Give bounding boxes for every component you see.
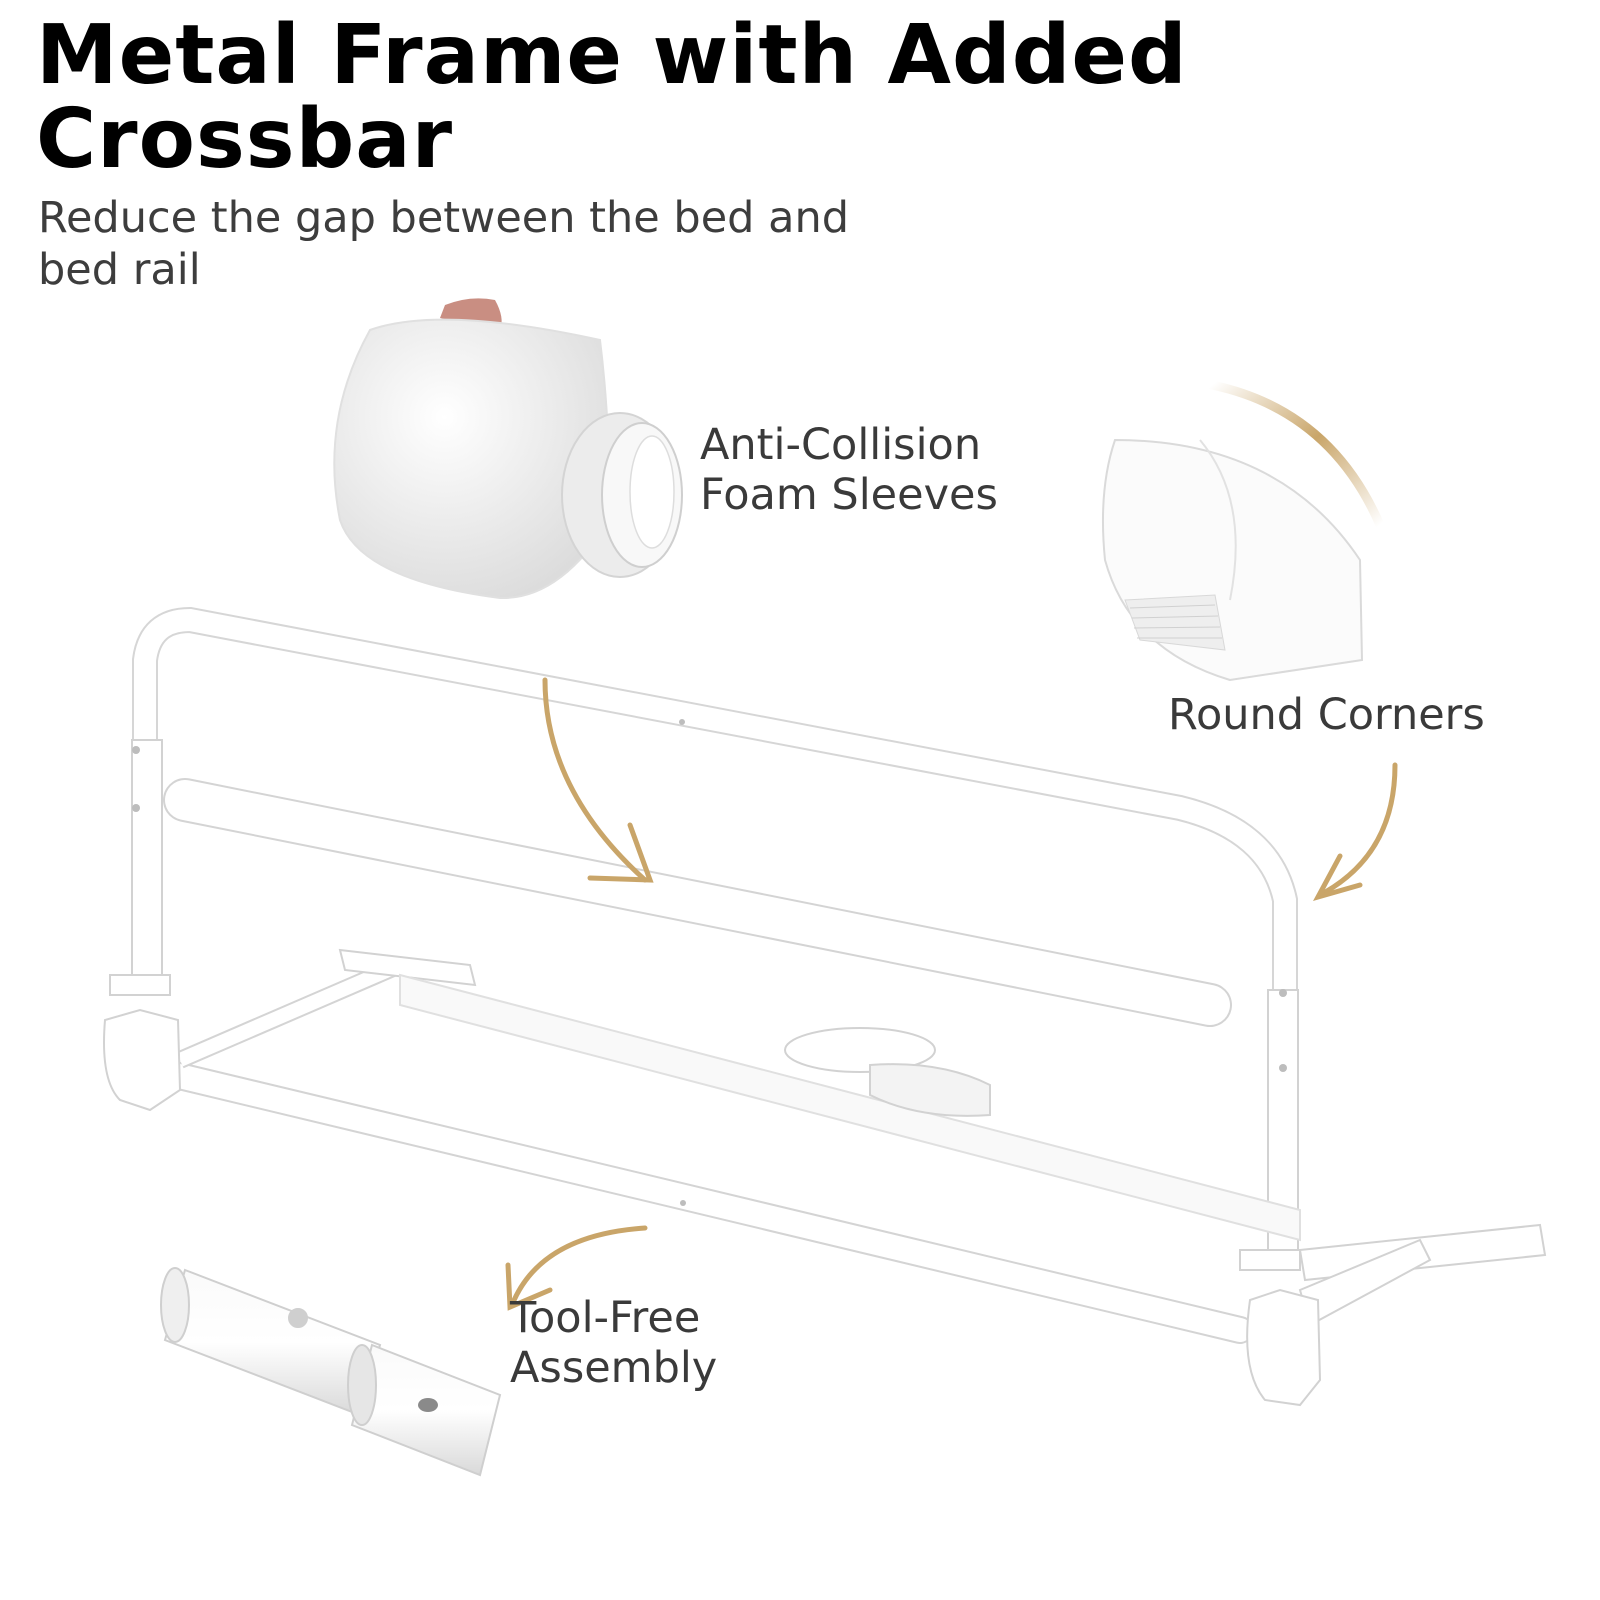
curved-arrow-icon — [505, 1225, 648, 1311]
curved-arrow-icon — [1313, 762, 1398, 902]
round-corner-image — [1102, 380, 1385, 682]
tool-free-assembly-label: Tool-Free Assembly — [510, 1293, 718, 1393]
round-corners-label: Round Corners — [1168, 690, 1485, 740]
curved-arrow-icon — [542, 677, 654, 883]
connector-tube-image — [160, 1267, 502, 1477]
bed-rail-frame — [103, 606, 1547, 1407]
foam-sleeve-image — [333, 298, 683, 600]
page-title: Metal Frame with Added Crossbar — [36, 8, 1188, 187]
page-subtitle: Reduce the gap between the bed and bed r… — [38, 193, 850, 295]
foam-sleeves-label: Anti-Collision Foam Sleeves — [700, 420, 998, 520]
